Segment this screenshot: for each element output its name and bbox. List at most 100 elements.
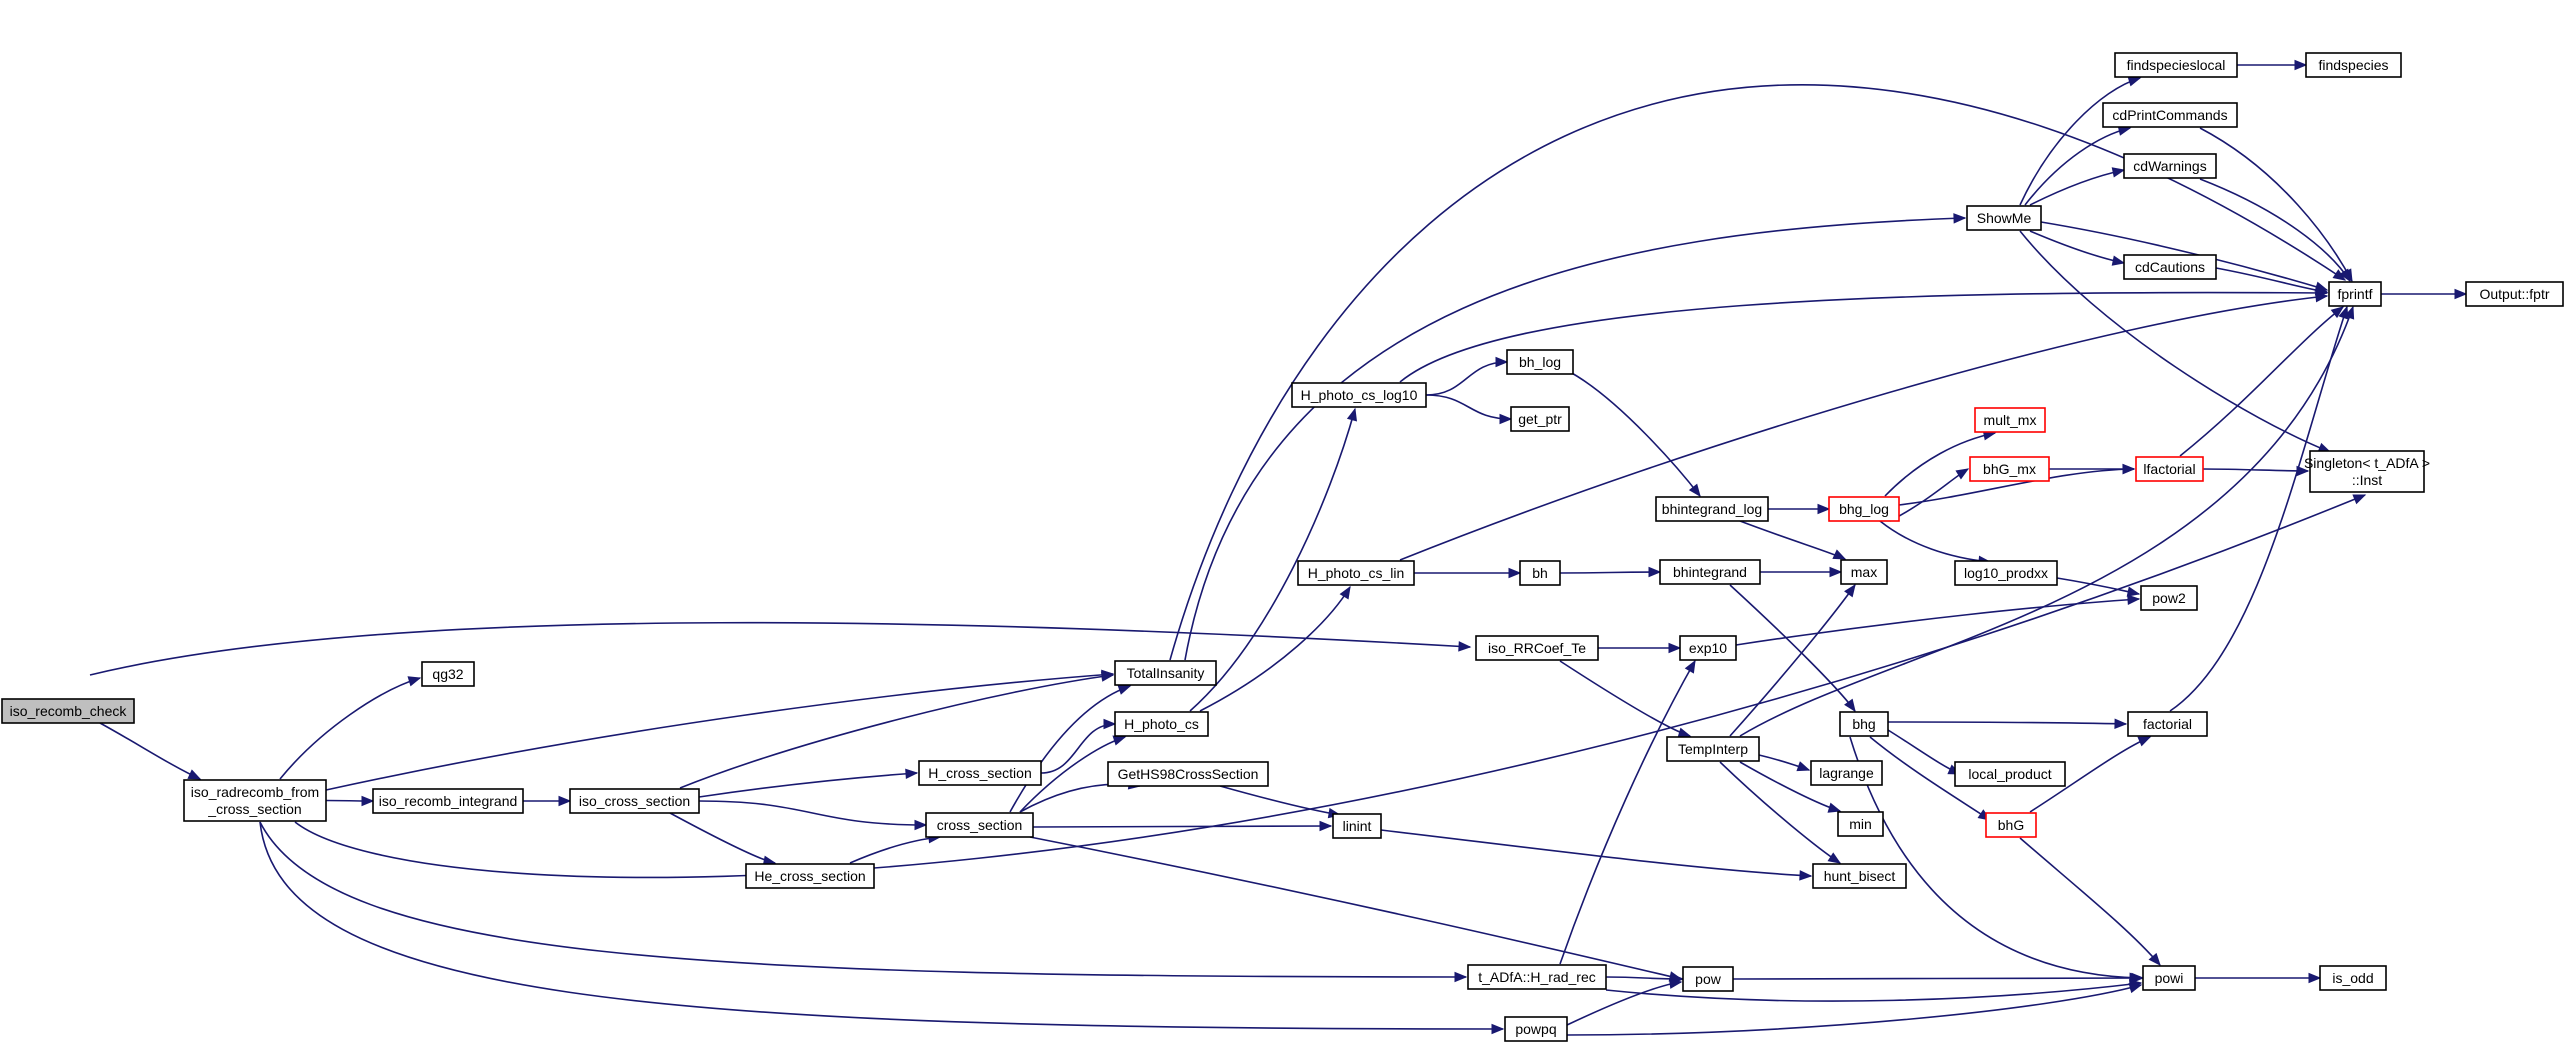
node-label: iso_recomb_check xyxy=(10,703,128,719)
node-label: ::Inst xyxy=(2352,472,2382,488)
node-t-adfa-h-rad-rec[interactable]: t_ADfA::H_rad_rec xyxy=(1467,964,1607,990)
node-h-cross-section[interactable]: H_cross_section xyxy=(918,760,1042,786)
node-powpq[interactable]: powpq xyxy=(1504,1016,1568,1042)
node-label: lfactorial xyxy=(2143,461,2195,477)
node-linint[interactable]: linint xyxy=(1332,813,1382,839)
node-fprintf[interactable]: fprintf xyxy=(2328,281,2382,307)
node-local-product[interactable]: local_product xyxy=(1954,761,2066,787)
node-bhintegrand-log[interactable]: bhintegrand_log xyxy=(1655,496,1769,522)
node-label: local_product xyxy=(1968,766,2051,782)
node-singleton-inst[interactable]: Singleton< t_ADfA >::Inst xyxy=(2304,450,2430,493)
edge-bhg_log-to-log10_prodxx xyxy=(1879,520,1992,567)
node-lfactorial[interactable]: lfactorial xyxy=(2135,456,2204,482)
node-pow2[interactable]: pow2 xyxy=(2140,585,2198,611)
node-bh-log[interactable]: bh_log xyxy=(1506,349,1574,375)
node-lagrange[interactable]: lagrange xyxy=(1810,760,1883,786)
edge-cdWarnings-to-fprintf xyxy=(2199,178,2351,283)
edge-cross_section-to-pow xyxy=(1029,836,1683,982)
node-iso-rrcoef-te[interactable]: iso_RRCoef_Te xyxy=(1475,635,1599,661)
node-bhg-mx[interactable]: bhG_mx xyxy=(1969,456,2050,482)
node-bhg-log[interactable]: bhg_log xyxy=(1828,496,1900,522)
node-hunt-bisect[interactable]: hunt_bisect xyxy=(1812,863,1907,889)
node-label: TotalInsanity xyxy=(1127,665,1205,681)
node-bhg[interactable]: bhg xyxy=(1839,711,1889,737)
node-totalinsanity[interactable]: TotalInsanity xyxy=(1114,660,1217,686)
node-label: mult_mx xyxy=(1984,412,2037,428)
node-get-ptr[interactable]: get_ptr xyxy=(1510,406,1570,432)
node-max[interactable]: max xyxy=(1840,559,1888,585)
node-h-photo-cs-lin[interactable]: H_photo_cs_lin xyxy=(1297,560,1415,586)
edge-ShowMe-to-cdPrintCommands xyxy=(2024,125,2132,206)
node-label: _cross_section xyxy=(207,801,301,817)
edge-H_photo_cs_lin-to-bh xyxy=(1413,567,1522,579)
node-h-photo-cs[interactable]: H_photo_cs xyxy=(1114,711,1209,737)
node-label: is_odd xyxy=(2332,970,2373,986)
node-geths98crosssection[interactable]: GetHS98CrossSection xyxy=(1107,761,1269,787)
node-bhintegrand[interactable]: bhintegrand xyxy=(1659,559,1761,585)
node-min[interactable]: min xyxy=(1837,811,1884,837)
edge-pow-to-powi xyxy=(1732,972,2145,984)
edge-log10_prodxx-to-pow2 xyxy=(2056,577,2141,597)
edge-iso_recomb_check-to-iso_radrecomb_from_cross_section xyxy=(99,722,202,780)
node-label: bhintegrand_log xyxy=(1662,501,1762,517)
node-findspecieslocal[interactable]: findspecieslocal xyxy=(2114,52,2238,78)
node-findspecies[interactable]: findspecies xyxy=(2305,52,2402,78)
node-label: bh xyxy=(1532,565,1548,581)
node-qg32[interactable]: qg32 xyxy=(421,661,475,687)
edge-ShowMe-to-cdWarnings xyxy=(2029,167,2126,206)
node-iso-recomb-check[interactable]: iso_recomb_check xyxy=(1,698,135,724)
edge-bhg-to-powi xyxy=(1849,736,2143,983)
node-label: H_photo_cs_lin xyxy=(1308,565,1405,581)
node-iso-radrecomb-from-cross-section[interactable]: iso_radrecomb_from_cross_section xyxy=(183,779,327,822)
node-exp10[interactable]: exp10 xyxy=(1679,635,1737,661)
edge-bhintegrand_log-to-max xyxy=(1739,520,1847,560)
edge-TempInterp-to-min xyxy=(1739,761,1842,813)
node-label: bhg xyxy=(1852,716,1875,732)
node-cdprintcommands[interactable]: cdPrintCommands xyxy=(2102,102,2238,128)
node-bhg[interactable]: bhG xyxy=(1985,812,2037,838)
node-label: Singleton< t_ADfA > xyxy=(2304,455,2430,471)
edge-bh_log-to-bhintegrand_log xyxy=(1569,371,1701,498)
edge-iso_radrecomb_from_cross_section-to-powpq xyxy=(259,821,1505,1035)
node-label: linint xyxy=(1343,818,1372,834)
edge-H_photo_cs_lin-to-fprintf xyxy=(1399,291,2329,561)
node-iso-recomb-integrand[interactable]: iso_recomb_integrand xyxy=(372,788,524,814)
edge-bhg-to-local_product xyxy=(1887,729,1962,775)
edge-bhg_log-to-mult_mx xyxy=(1884,430,1997,497)
node-iso-cross-section[interactable]: iso_cross_section xyxy=(569,788,700,814)
edge-He_cross_section-to-cross_section xyxy=(849,832,942,864)
edge-TempInterp-to-max xyxy=(1729,583,1856,737)
node-cdcautions[interactable]: cdCautions xyxy=(2123,254,2217,280)
node-label: iso_cross_section xyxy=(579,793,690,809)
node-h-photo-cs-log10[interactable]: H_photo_cs_log10 xyxy=(1291,382,1427,408)
edge-iso_RRCoef_Te-to-TempInterp xyxy=(1559,660,1692,738)
node-label: H_cross_section xyxy=(928,765,1032,781)
node-log10-prodxx[interactable]: log10_prodxx xyxy=(1954,560,2058,586)
node-label: bhintegrand xyxy=(1673,564,1747,580)
node-label: findspecieslocal xyxy=(2127,57,2226,73)
node-he-cross-section[interactable]: He_cross_section xyxy=(745,863,875,889)
edge-fprintf-to-Output_fptr xyxy=(2380,288,2468,300)
node-label: lagrange xyxy=(1819,765,1874,781)
node-is-odd[interactable]: is_odd xyxy=(2319,965,2387,991)
node-mult-mx[interactable]: mult_mx xyxy=(1974,407,2046,433)
edge-iso_recomb_integrand-to-iso_cross_section xyxy=(522,795,572,807)
node-powi[interactable]: powi xyxy=(2142,965,2196,991)
edge-TempInterp-to-hunt_bisect xyxy=(1719,761,1842,864)
node-cdwarnings[interactable]: cdWarnings xyxy=(2123,153,2217,179)
node-cross-section[interactable]: cross_section xyxy=(925,812,1034,838)
node-showme[interactable]: ShowMe xyxy=(1966,205,2042,231)
node-bh[interactable]: bh xyxy=(1519,560,1561,586)
edge-findspecieslocal-to-findspecies xyxy=(2237,59,2308,71)
node-factorial[interactable]: factorial xyxy=(2127,711,2208,737)
edges-layer xyxy=(89,59,2468,1036)
edge-bhg-to-factorial xyxy=(1887,718,2128,729)
node-output-fptr[interactable]: Output::fptr xyxy=(2465,281,2564,307)
edge-TotalInsanity-to-ShowMe xyxy=(1184,213,1967,661)
node-label: factorial xyxy=(2143,716,2192,732)
edge-H_photo_cs-to-H_photo_cs_lin xyxy=(1199,585,1351,712)
node-label: bhg_log xyxy=(1839,501,1889,517)
edge-iso_radrecomb_from_cross_section-to-t_ADfA_H_rad_rec xyxy=(259,821,1468,983)
node-tempinterp[interactable]: TempInterp xyxy=(1666,736,1760,762)
node-pow[interactable]: pow xyxy=(1682,966,1734,992)
